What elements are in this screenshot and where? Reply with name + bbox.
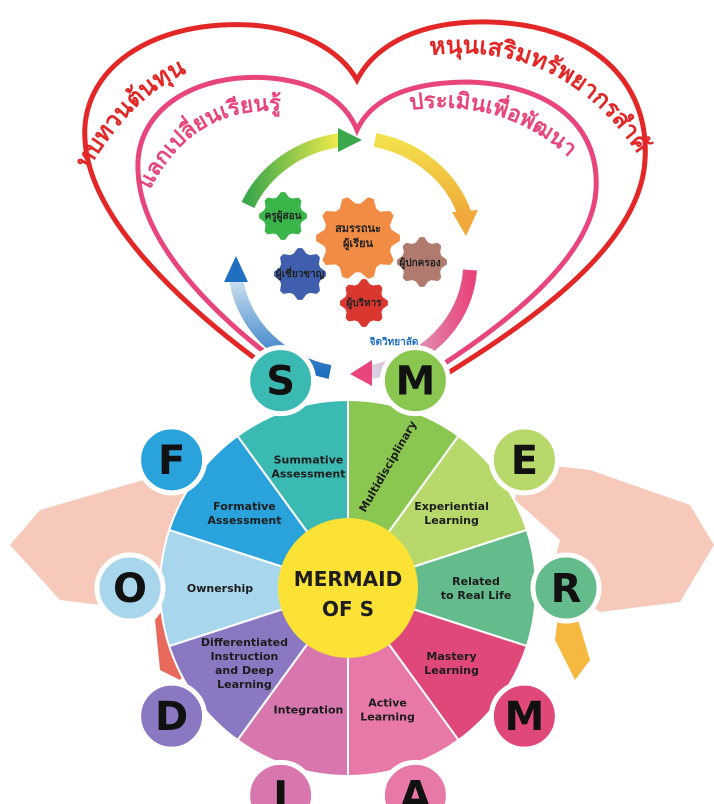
letter-circle-9 bbox=[136, 424, 208, 496]
letter-5: A bbox=[400, 773, 431, 804]
gear-center-line2: ผู้เรียน bbox=[343, 237, 374, 251]
segment-label-5-line2: Learning bbox=[360, 711, 415, 724]
segment-label-5-line1: Active bbox=[368, 697, 407, 710]
gear-center bbox=[316, 197, 400, 279]
gear-admin-label: ผู้บริหาร bbox=[346, 297, 382, 310]
letter-9: F bbox=[158, 438, 185, 484]
letter-circle-7 bbox=[136, 680, 208, 752]
segment-label-10-line2: Assessment bbox=[271, 467, 345, 480]
heart: ทบทวนต้นทุน หนุนเสริมทรัพยากรสำคัญ แลกเป… bbox=[0, 0, 656, 393]
segment-label-7-line2: Instruction bbox=[210, 650, 278, 663]
gear-expert bbox=[274, 248, 326, 300]
center-circle bbox=[278, 518, 418, 658]
segment-label-4-line2: Learning bbox=[424, 664, 479, 677]
segment-label-7-line3: and Deep bbox=[215, 664, 274, 677]
letter-circle-6 bbox=[245, 759, 317, 804]
letter-1: M bbox=[395, 359, 435, 405]
letter-10: S bbox=[266, 359, 295, 405]
center-title-line2: OF S bbox=[322, 597, 374, 621]
segment-label-3-line2: to Real Life bbox=[441, 589, 512, 602]
letter-8: O bbox=[113, 566, 147, 612]
letter-circle-10 bbox=[245, 345, 317, 417]
letter-6: I bbox=[273, 773, 288, 804]
letter-4: M bbox=[504, 694, 544, 740]
segment-label-2-line2: Learning bbox=[424, 514, 479, 527]
segment-label-8-line1: Ownership bbox=[187, 582, 253, 595]
gear-admin bbox=[340, 279, 388, 327]
segment-label-2-line1: Experiential bbox=[414, 500, 489, 513]
segment-label-6-line1: Integration bbox=[274, 704, 344, 717]
gear-parent-label: ผู้ปกครอง bbox=[399, 257, 440, 270]
letter-3: R bbox=[551, 566, 582, 612]
letter-circle-3 bbox=[530, 552, 602, 624]
letter-circle-1 bbox=[379, 345, 451, 417]
center-title-line1: MERMAID bbox=[294, 567, 402, 591]
letter-circle-2 bbox=[488, 424, 560, 496]
svg-text:ประเมินเพื่อพัฒนา: ประเมินเพื่อพัฒนา bbox=[408, 89, 581, 162]
heart-inner bbox=[135, 74, 599, 385]
letter-circle-8 bbox=[94, 552, 166, 624]
segment-label-7-line4: Learning bbox=[217, 678, 272, 691]
psychology-label: จิตวิทยาลัด bbox=[370, 336, 419, 348]
gear-teacher-label: ครูผู้สอน bbox=[265, 210, 302, 223]
mermaid-wheel: MultidisciplinaryMExperientialLearningER… bbox=[94, 345, 602, 804]
gear-expert-label: ผู้เชี่ยวชาญ bbox=[276, 266, 325, 281]
segment-label-4-line1: Mastery bbox=[426, 650, 476, 663]
letter-circle-5 bbox=[379, 759, 451, 804]
letter-2: E bbox=[511, 438, 538, 484]
segment-label-9-line2: Assessment bbox=[207, 514, 281, 527]
segment-label-9-line1: Formative bbox=[213, 500, 276, 513]
segment-label-10-line1: Summative bbox=[274, 453, 344, 466]
heart-outer bbox=[82, 19, 648, 393]
gear-parent bbox=[397, 237, 447, 287]
segment-label-7-line1: Differentiated bbox=[201, 636, 288, 649]
segment-label-3-line1: Related bbox=[452, 575, 500, 588]
heart-right-inner-text: ประเมินเพื่อพัฒนา bbox=[408, 89, 581, 162]
gear-teacher bbox=[259, 192, 307, 240]
gears bbox=[259, 192, 447, 327]
gear-center-line1: สมรรถนะ bbox=[335, 222, 381, 235]
letter-circle-4 bbox=[488, 680, 560, 752]
letter-7: D bbox=[155, 694, 188, 740]
